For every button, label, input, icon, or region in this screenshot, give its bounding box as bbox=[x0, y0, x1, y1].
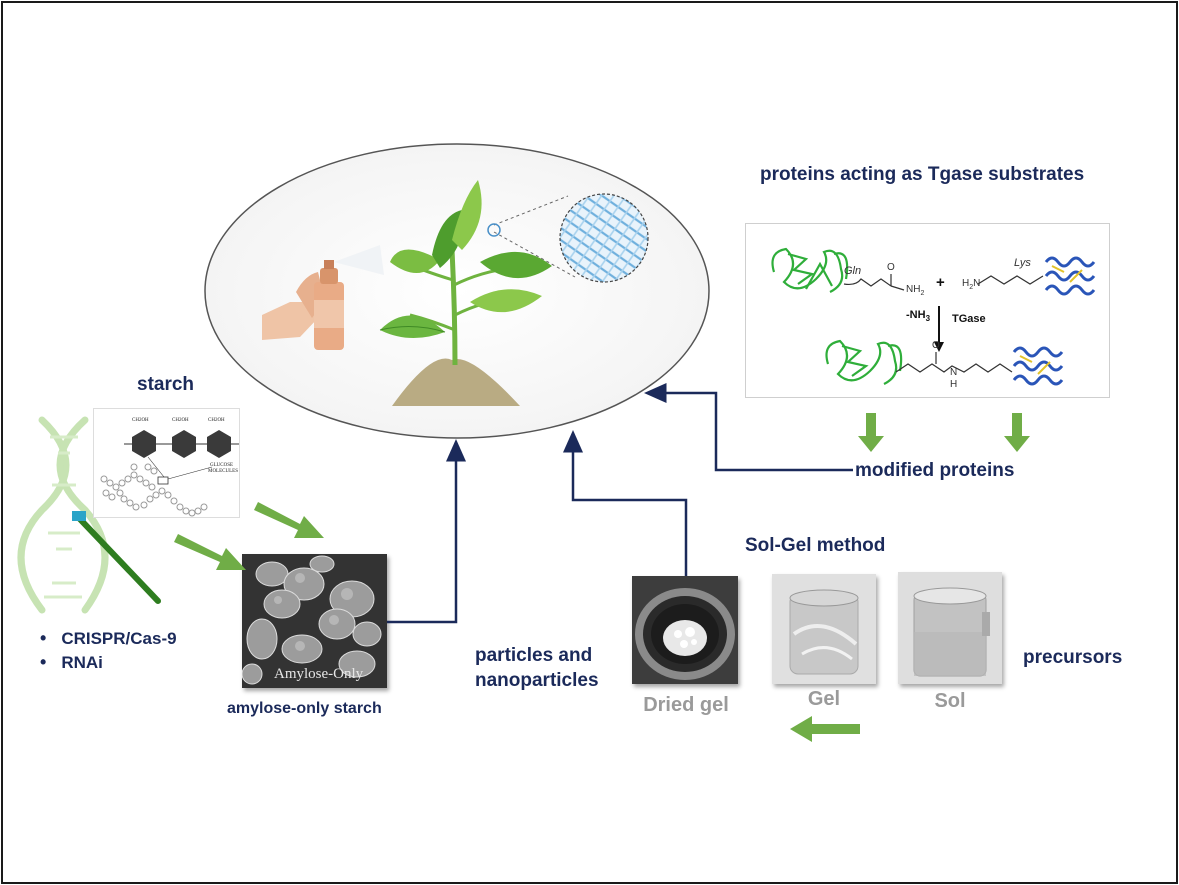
bullet-dot: • bbox=[40, 652, 62, 672]
tgase-title: proteins acting as Tgase substrates bbox=[760, 164, 1085, 185]
amylose-photo-label: Amylose-Only bbox=[274, 666, 364, 682]
h-text: H bbox=[962, 278, 970, 289]
tgase-reaction-panel: Gln O NH2 + Lys H2N -NH3 TGase O N H bbox=[745, 223, 1110, 398]
sol-photo bbox=[898, 572, 1002, 684]
dried-gel-photo bbox=[632, 576, 738, 684]
dried-gel-caption: Dried gel bbox=[643, 694, 729, 716]
minus-nh3-label: -NH3 bbox=[906, 309, 930, 323]
sem-particles bbox=[242, 554, 387, 688]
sol-jar bbox=[898, 572, 1002, 684]
zoom-origin-circle bbox=[487, 223, 501, 237]
starch-schematic-panel: CH2OH CH2OH CH2OH GLUCOSE MOLECULES bbox=[93, 408, 240, 518]
plant-icon bbox=[379, 180, 552, 366]
gln-label: Gln bbox=[844, 265, 862, 277]
molecules-label: MOLECULES bbox=[208, 469, 238, 474]
nh3-sub: 3 bbox=[925, 314, 931, 324]
gel-caption: Gel bbox=[807, 688, 841, 710]
green-arrow-dna-to-amylose bbox=[174, 534, 246, 570]
ch2oh-label: CH2OH bbox=[208, 418, 225, 423]
gel-jar bbox=[772, 574, 876, 684]
particles-label-line1: particles and bbox=[475, 645, 593, 666]
o-label-bottom: O bbox=[932, 340, 940, 351]
nh2-sub: 2 bbox=[920, 290, 925, 297]
nh2-label-left: NH2 bbox=[906, 284, 924, 297]
gel-photo bbox=[772, 574, 876, 684]
green-arrow-protein-right bbox=[1004, 413, 1030, 452]
plus-sign: + bbox=[936, 274, 945, 291]
glucose-label: GLUCOSE bbox=[210, 463, 234, 468]
connector-proteins-to-plant bbox=[644, 383, 853, 472]
soil-mound bbox=[392, 358, 520, 406]
reaction-scheme bbox=[771, 247, 1096, 386]
starch-title: starch bbox=[137, 374, 195, 395]
nh2-text: NH bbox=[906, 284, 921, 295]
starch-structure-diagram bbox=[100, 430, 239, 517]
dried-gel-jar bbox=[632, 576, 738, 684]
bullet-crispr: • CRISPR/Cas-9 bbox=[40, 628, 177, 649]
connector-amylose-to-plant bbox=[387, 439, 466, 624]
tgase-enzyme-label: TGase bbox=[952, 313, 986, 325]
n-label-bottom: N bbox=[950, 367, 958, 378]
connector-particles-to-plant bbox=[563, 430, 688, 576]
h2n-label-right: H2N bbox=[962, 278, 980, 291]
green-arrow-sol-gel-direction bbox=[790, 716, 860, 742]
green-arrow-protein-left bbox=[858, 413, 884, 452]
h-label-bottom: H bbox=[950, 379, 958, 390]
n-text: N bbox=[973, 278, 981, 289]
lys-label: Lys bbox=[1014, 257, 1031, 269]
amylose-sem-image: Amylose-Only bbox=[242, 554, 387, 688]
bullet-text: CRISPR/Cas-9 bbox=[61, 629, 177, 648]
amylose-caption: amylose-only starch bbox=[227, 700, 382, 717]
particles-label-line2: nanoparticles bbox=[475, 670, 599, 691]
dna-helix-icon bbox=[17, 416, 161, 614]
o-label-top: O bbox=[887, 262, 895, 273]
green-arrow-starch-to-amylose bbox=[254, 502, 324, 538]
bullet-text: RNAi bbox=[61, 653, 103, 672]
h2-sub: 2 bbox=[969, 284, 974, 291]
sol-gel-title: Sol-Gel method bbox=[745, 535, 886, 556]
spray-hand-icon bbox=[262, 245, 384, 350]
precursors-label: precursors bbox=[1023, 647, 1123, 668]
bullet-rnai: • RNAi bbox=[40, 652, 103, 673]
sol-caption: Sol bbox=[934, 690, 966, 712]
modified-proteins-label: modified proteins bbox=[855, 460, 1015, 481]
ch2oh-label: CH2OH bbox=[172, 418, 189, 423]
bullet-dot: • bbox=[40, 628, 62, 648]
nh3-text: -NH bbox=[906, 309, 926, 321]
hydrogel-mesh-zoom bbox=[559, 193, 649, 283]
gene-editing-tool-icon bbox=[75, 514, 161, 604]
ch2oh-label: CH2OH bbox=[132, 418, 149, 423]
